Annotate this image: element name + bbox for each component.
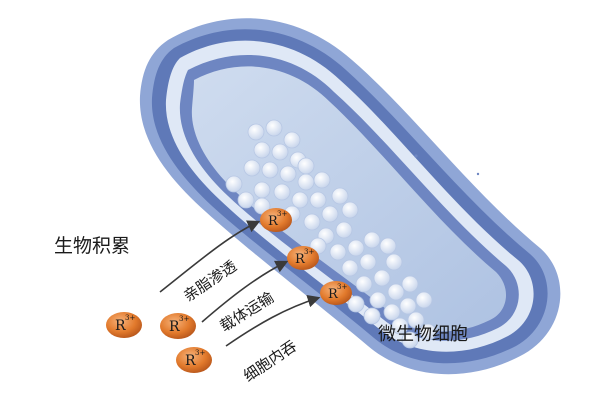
granule [309, 191, 327, 209]
granule [225, 175, 243, 193]
granule [253, 141, 271, 159]
granule [391, 317, 409, 335]
granule [331, 187, 349, 205]
granule [253, 181, 271, 199]
ion-label: R [169, 319, 180, 335]
granule [243, 159, 261, 177]
ion-free-2: R 3+ [160, 313, 196, 339]
ion-charge: 3+ [304, 248, 314, 256]
granule [415, 291, 433, 309]
ion-free-1: R 3+ [106, 312, 142, 338]
granule [297, 173, 315, 191]
cell-granules [225, 119, 437, 349]
granule [347, 239, 365, 257]
granule [335, 221, 353, 239]
ion-label: R [295, 252, 306, 267]
speck [414, 154, 418, 158]
bound-ions: R 3+ R 3+ R 3+ [260, 208, 352, 305]
granule [237, 191, 255, 209]
arrow-lipophilic [159, 220, 261, 293]
ion-charge: 3+ [337, 283, 347, 291]
label-microbial-cell: 微生物细胞 [378, 324, 468, 345]
granule [253, 197, 271, 215]
granule [283, 131, 301, 149]
granule [387, 283, 405, 301]
granule [373, 269, 391, 287]
granule [341, 201, 359, 219]
uptake-arrows [159, 220, 321, 347]
ion-charge: 3+ [277, 210, 287, 218]
granule [369, 291, 387, 309]
granule [261, 161, 279, 179]
granule [291, 191, 309, 209]
granule [313, 171, 331, 189]
pathway-label-carrier: 载体运输 [217, 288, 277, 335]
ion-bound-1: R 3+ [260, 208, 292, 232]
ion-label: R [185, 353, 196, 369]
arrow-endocytosis [225, 294, 321, 347]
granule [279, 165, 297, 183]
granule [321, 205, 339, 223]
granule [341, 259, 359, 277]
granule [273, 183, 291, 201]
granule [383, 303, 401, 321]
granule [363, 231, 381, 249]
pathway-label-endocytosis: 细胞内吞 [240, 337, 300, 385]
ion-bound-2: R 3+ [287, 246, 319, 270]
ion-bound-3: R 3+ [320, 281, 352, 305]
granule [363, 307, 381, 325]
ion-charge: 3+ [125, 314, 135, 322]
granule [355, 275, 373, 293]
ion-charge: 3+ [195, 349, 205, 357]
ion-label: R [268, 214, 279, 229]
granule [297, 157, 315, 175]
granule [303, 213, 321, 231]
granule [401, 331, 419, 349]
ion-charge: 3+ [179, 315, 189, 323]
granule [401, 275, 419, 293]
granule [329, 243, 347, 261]
granule [399, 297, 417, 315]
granule [247, 123, 265, 141]
label-bioaccumulation: 生物积累 [54, 235, 130, 257]
granule [407, 311, 425, 329]
ion-label: R [115, 318, 126, 334]
granule [359, 253, 377, 271]
granule [265, 119, 283, 137]
granule [385, 253, 403, 271]
granule [271, 143, 289, 161]
granule [379, 237, 397, 255]
granule [419, 323, 437, 341]
speck [476, 172, 480, 176]
arrow-carrier [201, 260, 289, 323]
free-ions: R 3+ R 3+ R 3+ [106, 312, 212, 373]
ion-label: R [328, 287, 339, 302]
granule [347, 295, 365, 313]
ion-free-3: R 3+ [176, 347, 212, 373]
